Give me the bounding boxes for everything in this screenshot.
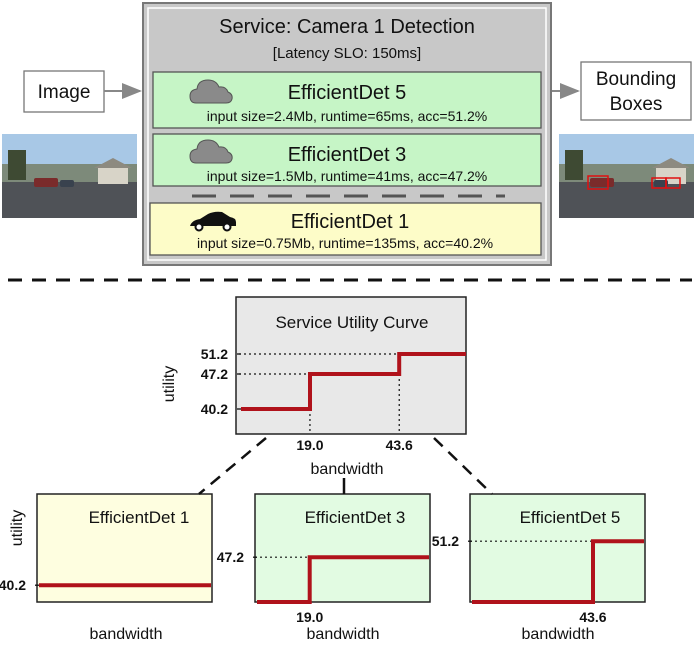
cloud-icon [189,139,233,164]
utility-curve [257,555,429,604]
y-tick-label: 51.2 [201,346,228,362]
connector-line [433,437,493,495]
model-details: input size=1.5Mb, runtime=41ms, acc=47.2… [207,168,488,184]
x-tick-label: 19.0 [296,609,323,625]
ed5-title: EfficientDet 5 [520,508,621,527]
model-details: input size=0.75Mb, runtime=135ms, acc=40… [197,235,493,251]
ed3-title: EfficientDet 3 [305,508,406,527]
model-details: input size=2.4Mb, runtime=65ms, acc=51.2… [207,108,488,124]
camera-photo-left [2,134,137,218]
ed3-xlabel: bandwidth [307,626,380,643]
output-box [580,61,692,121]
car-icon [190,211,236,232]
utility-curve [472,539,644,604]
x-tick-label: 19.0 [296,437,323,453]
latency-slo: [Latency SLO: 150ms] [273,45,421,62]
output-label-line1: Bounding [596,69,676,90]
model-card-efficientdet-1: EfficientDet 1 input size=0.75Mb, runtim… [149,202,542,256]
ed1-ylabel: utility [9,510,26,546]
cloud-icon [189,79,233,104]
service-xlabel: bandwidth [311,461,384,478]
ed1-xlabel: bandwidth [90,626,163,643]
y-tick-label: 40.2 [0,577,26,593]
utility-curve [241,352,466,411]
y-tick-label: 47.2 [201,366,228,382]
detection-box [665,177,681,189]
model-card-efficientdet-3: EfficientDet 3 input size=1.5Mb, runtime… [152,133,542,187]
x-tick-label: 43.6 [386,437,413,453]
model-name: EfficientDet 1 [291,211,410,233]
service-title: Service: Camera 1 Detection [219,16,475,38]
service-utility-title: Service Utility Curve [275,313,428,332]
x-tick-label: 43.6 [579,609,606,625]
service-ylabel: utility [161,366,178,402]
detection-box [587,175,609,190]
model-name: EfficientDet 5 [288,82,407,104]
ed5-panel [469,493,646,603]
ed3-panel [254,493,431,603]
y-tick-label: 51.2 [432,533,459,549]
model-name: EfficientDet 3 [288,144,407,166]
ed1-title: EfficientDet 1 [89,508,190,527]
y-tick-label: 40.2 [201,401,228,417]
y-tick-label: 47.2 [217,549,244,565]
input-image-label: Image [38,82,91,103]
model-card-efficientdet-5: EfficientDet 5 input size=2.4Mb, runtime… [152,71,542,129]
input-image-box [23,70,105,113]
chart-marks: 40.2 47.2 51.2 19.0 43.6 40.2 47.2 19.0 51.2 43.6 [0,346,644,625]
connector-line [198,437,267,495]
camera-photo-right [559,134,694,218]
output-label-line2: Boxes [610,94,663,115]
service-utility-panel [235,296,467,435]
ed5-xlabel: bandwidth [522,626,595,643]
